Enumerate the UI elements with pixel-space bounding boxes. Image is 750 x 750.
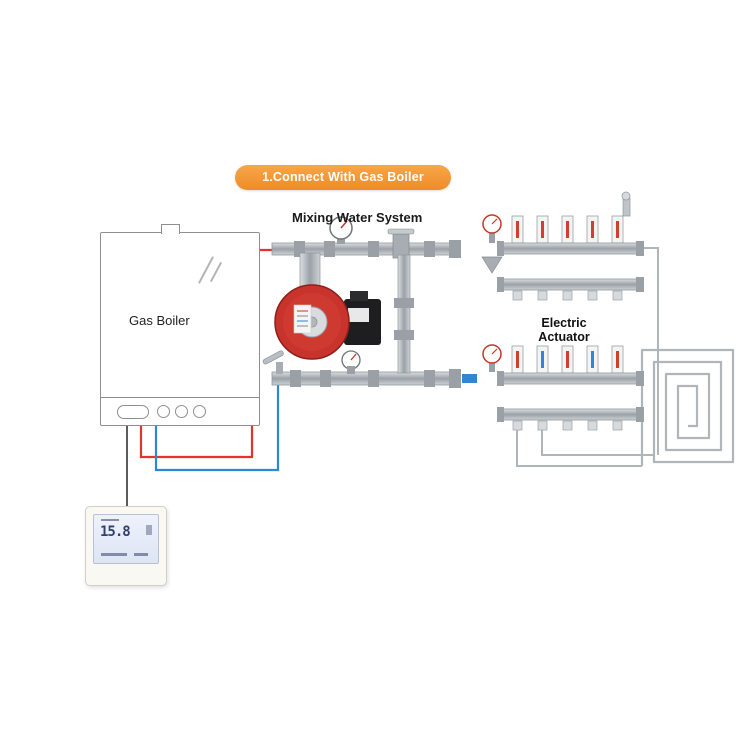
manifold-gauge-bottom-icon [482,344,502,372]
thermostat: 15.8 [85,506,167,586]
boiler-knob [157,405,170,418]
boiler-panel-divider [101,397,259,398]
circulation-pump-icon [274,284,381,360]
manifold-top-graphic [497,191,644,301]
mixing-water-system-graphic [262,214,503,388]
boiler-knob [193,405,206,418]
gas-boiler: Gas Boiler [100,224,260,426]
boiler-knob [175,405,188,418]
step-banner: 1.Connect With Gas Boiler [235,165,451,190]
electric-actuator-label: Electric Actuator [538,316,590,344]
boiler-display-window [117,405,149,419]
gas-boiler-label: Gas Boiler [129,313,190,328]
mixing-water-system-label: Mixing Water System [292,210,423,225]
boiler-gloss-line [209,261,223,283]
boiler-flue [161,224,180,234]
y-strainer-icon [481,256,503,274]
thermometer-dial-icon [341,350,361,374]
lcd-segment [101,553,127,556]
manifold-bottom-graphic [497,345,644,431]
floor-heating-coil [640,348,735,466]
lcd-segment [101,519,119,521]
return-water-pipe [154,380,280,472]
pressure-gauge-icon [329,216,353,244]
lcd-segment [146,525,152,535]
thermostat-temperature-display: 15.8 [100,524,131,540]
manifold-gauge-top-icon [482,214,502,243]
blue-pipe-tag [462,374,477,383]
hot-water-pipe [139,248,276,459]
lcd-segment [134,553,148,556]
thermostat-screen: 15.8 [93,514,159,564]
